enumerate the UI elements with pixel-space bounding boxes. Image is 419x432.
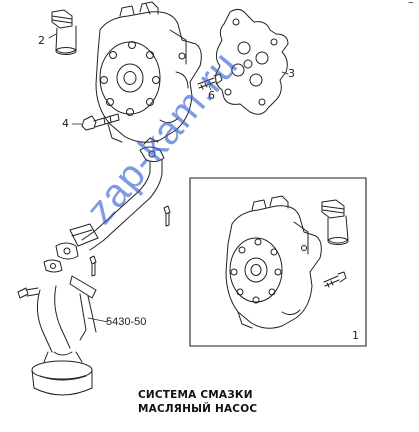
leader-lines (48, 33, 289, 323)
assembled-bolt (323, 271, 347, 288)
part-4-bolt (81, 113, 120, 131)
caption: СИСТЕМА СМАЗКИ МАСЛЯНЫЙ НАСОС (138, 388, 257, 416)
part-2-fitting (51, 9, 77, 55)
oil-pickup-pipe (31, 137, 165, 396)
part-3-gasket (215, 8, 289, 115)
assembly-inset-frame (189, 177, 367, 347)
assembled-pump (225, 195, 322, 329)
callout-1: 1 (352, 329, 359, 342)
part-6-bolt (197, 73, 223, 90)
drawing-code: 5430-50 (106, 316, 147, 328)
caption-line-2: МАСЛЯНЫЙ НАСОС (138, 403, 258, 415)
assembled-fitting (321, 199, 349, 245)
loose-bolts (17, 205, 171, 299)
caption-line-1: СИСТЕМА СМАЗКИ (138, 389, 253, 401)
callout-2: 2 (38, 34, 45, 47)
callout-6: 6 (208, 89, 215, 102)
corner-mark: ~ (408, 0, 414, 9)
callout-3: 3 (288, 67, 295, 80)
callout-4: 4 (62, 117, 69, 130)
oil-pump-main (95, 1, 202, 143)
